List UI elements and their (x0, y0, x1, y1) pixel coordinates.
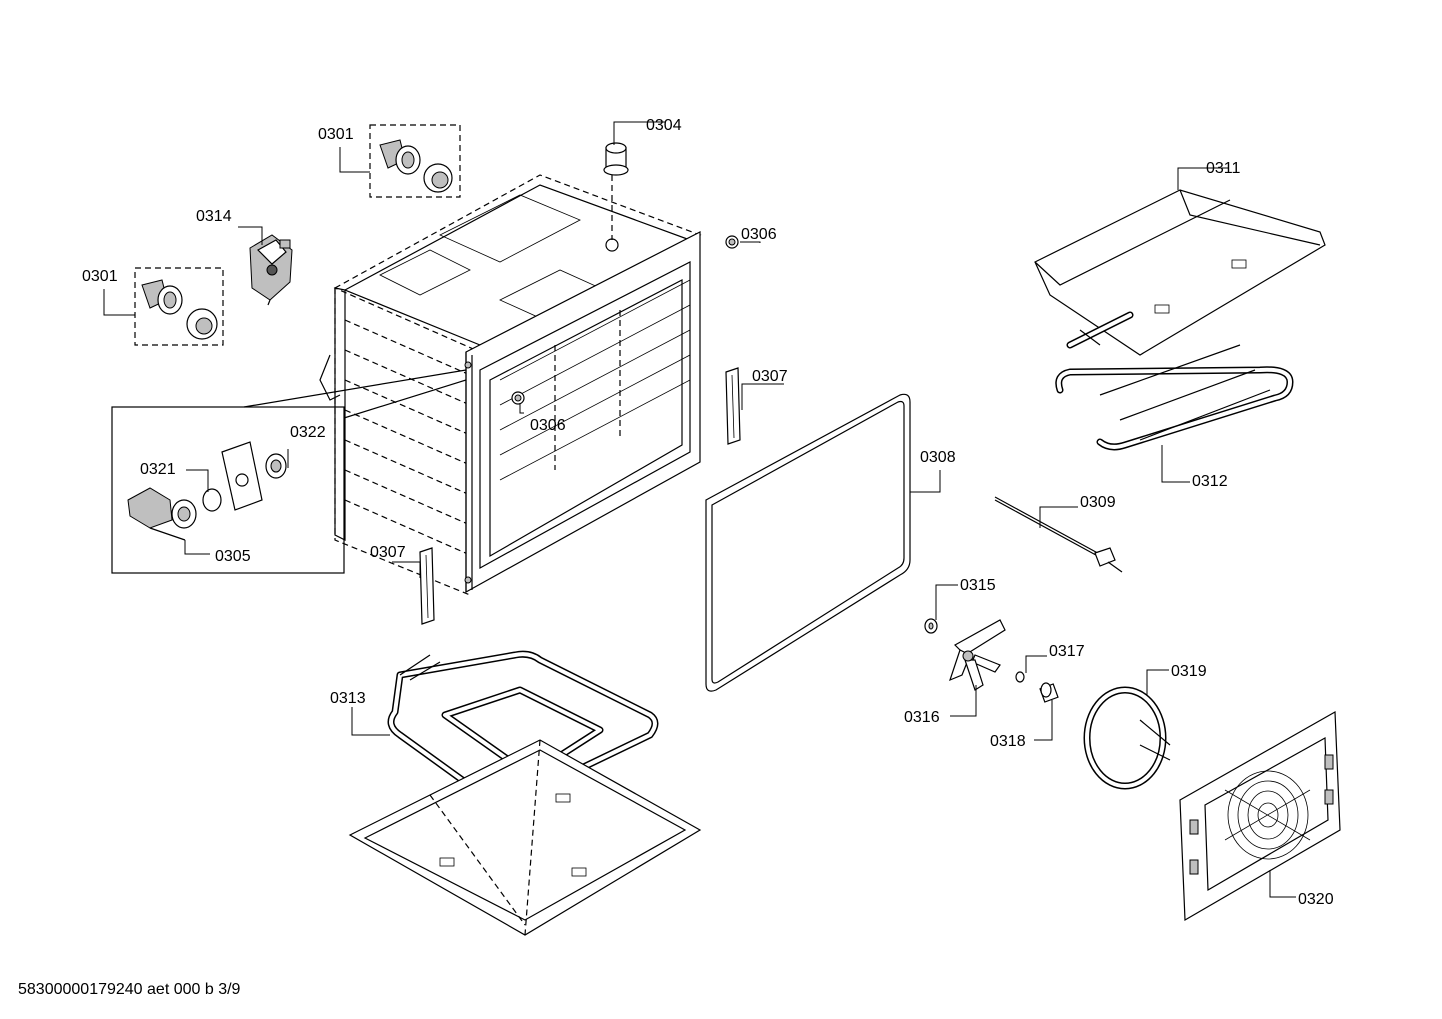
document-code: 58300000179240 aet 000 b 3/9 (18, 981, 241, 998)
lamp-assembly-top-drawing (369, 124, 461, 198)
part-label-0312: 0312 (1192, 473, 1228, 490)
part-label-0320: 0320 (1298, 891, 1334, 908)
part-label-0321: 0321 (140, 461, 176, 478)
part-label-0301-left: 0301 (82, 268, 118, 285)
part-label-0319: 0319 (1171, 663, 1207, 680)
part-label-0301-top: 0301 (318, 126, 354, 143)
top-heater-drawing (1055, 311, 1294, 451)
back-panel-drawing (1179, 710, 1341, 922)
part-label-0313: 0313 (330, 690, 366, 707)
bottom-plate-drawing (348, 739, 702, 936)
ring-heater-drawing (1083, 686, 1171, 790)
part-label-0322: 0322 (290, 424, 326, 441)
part-label-0318: 0318 (990, 733, 1026, 750)
oven-muffle-drawing (319, 174, 702, 596)
part-labels: 0301 0301 0304 0305 0306 0306 0307 0307 … (82, 117, 1334, 908)
part-label-0306-inner: 0306 (530, 417, 566, 434)
part-label-0314: 0314 (196, 208, 232, 225)
part-label-0308: 0308 (920, 449, 956, 466)
part-label-0307-left: 0307 (370, 544, 406, 561)
lamp-assembly-left-drawing (134, 267, 224, 346)
leader-lines (103, 121, 1296, 898)
door-seal-drawing (705, 393, 911, 692)
part-label-0316: 0316 (904, 709, 940, 726)
top-cover-drawing (1034, 189, 1326, 356)
small-nut-drawings (511, 235, 739, 405)
lamp-inset-drawing (111, 369, 467, 574)
temperature-sensor-drawing (994, 496, 1123, 573)
small-fittings-drawing (1015, 671, 1059, 703)
part-label-0309: 0309 (1080, 494, 1116, 511)
fan-wheel-drawing (949, 619, 1006, 691)
washer-drawing (924, 618, 938, 634)
top-fitting-drawing (603, 142, 629, 240)
part-label-0306-right: 0306 (741, 226, 777, 243)
part-label-0317: 0317 (1049, 643, 1085, 660)
part-label-0315: 0315 (960, 577, 996, 594)
part-label-0304: 0304 (646, 117, 682, 134)
part-label-0305: 0305 (215, 548, 251, 565)
part-label-0307-right: 0307 (752, 368, 788, 385)
rail-drawings (419, 367, 741, 625)
switch-part-drawing (249, 234, 293, 306)
part-label-0311: 0311 (1206, 160, 1241, 177)
